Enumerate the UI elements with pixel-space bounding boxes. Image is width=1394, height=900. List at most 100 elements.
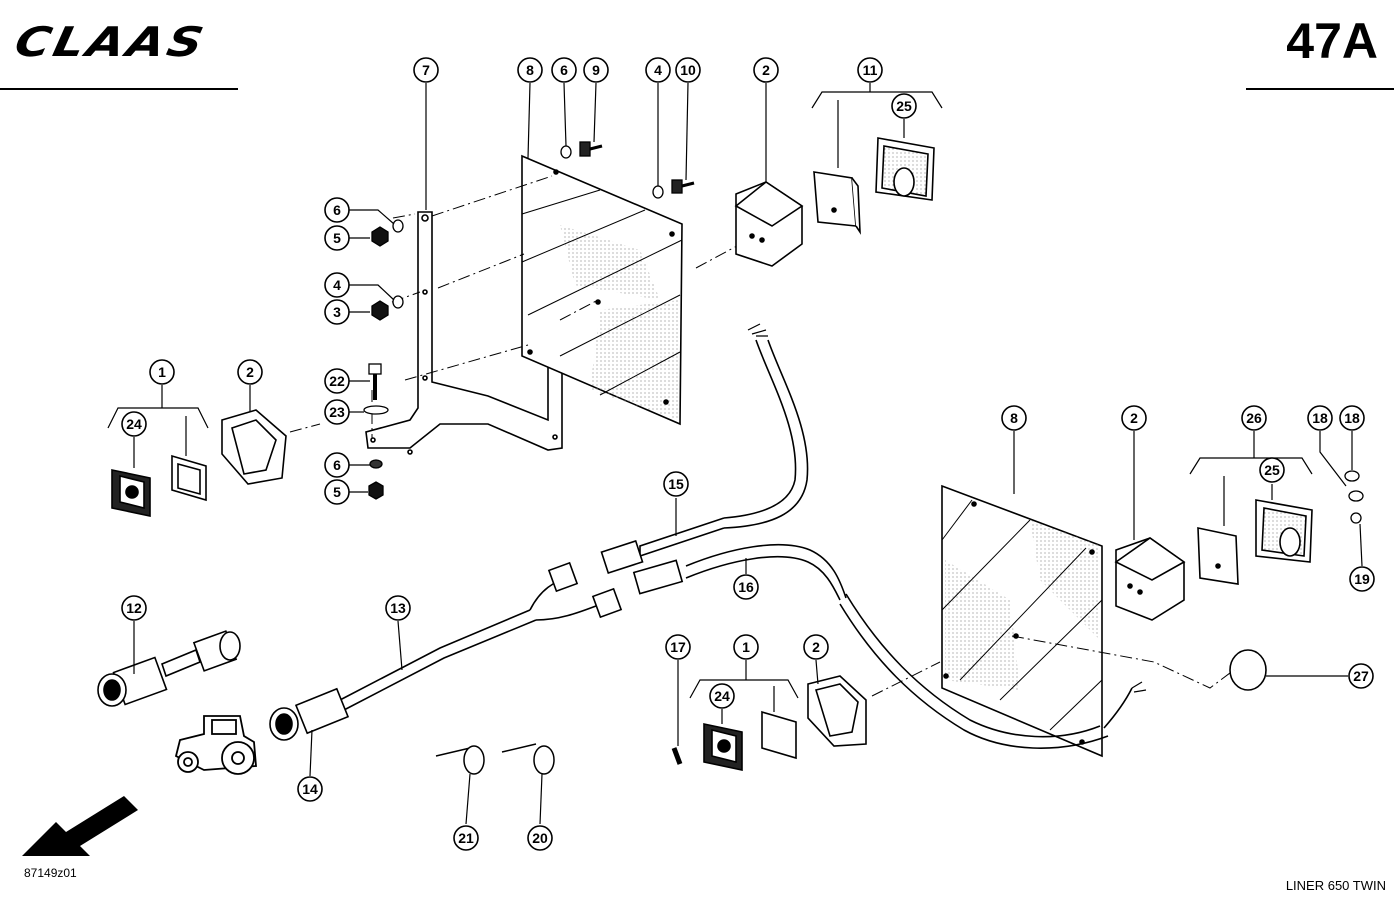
callout-circle — [385, 595, 411, 621]
callout-label: 1 — [158, 364, 166, 380]
lamp-lens-25-lower — [1255, 499, 1313, 563]
callout-circle — [297, 776, 323, 802]
callout-circle — [645, 57, 671, 83]
callout-label: 2 — [762, 62, 770, 78]
callout-16: 16 — [733, 574, 759, 600]
lamp-gasket-upper — [813, 171, 861, 235]
callout-circle — [803, 634, 829, 660]
callout-3: 3 — [324, 299, 350, 325]
callout-circle — [663, 471, 689, 497]
callout-circle — [709, 683, 735, 709]
model-name: LINER 650 TWIN — [1285, 878, 1386, 893]
callout-6: 6 — [551, 57, 577, 83]
callout-label: 25 — [1264, 462, 1280, 478]
callout-7: 7 — [413, 57, 439, 83]
lamp-gasket-lower — [1197, 527, 1239, 585]
callout-label: 14 — [302, 781, 318, 797]
callout-circle — [665, 634, 691, 660]
callout-label: 26 — [1246, 410, 1262, 426]
callout-circle — [324, 452, 350, 478]
callout-6: 6 — [324, 197, 350, 223]
callout-8: 8 — [517, 57, 543, 83]
tractor-icon — [174, 715, 257, 775]
callout-circle — [413, 57, 439, 83]
callout-circle — [753, 57, 779, 83]
callout-circle — [121, 595, 147, 621]
callout-label: 6 — [333, 457, 341, 473]
callout-label: 6 — [333, 202, 341, 218]
callout-14: 14 — [297, 776, 323, 802]
callout-6: 6 — [324, 452, 350, 478]
cable-13-harness — [269, 561, 623, 741]
callout-circle — [121, 411, 147, 437]
callout-20: 20 — [527, 825, 553, 851]
callout-8: 8 — [1001, 405, 1027, 431]
callout-label: 25 — [896, 98, 912, 114]
callout-circle — [527, 825, 553, 851]
reflector-27 — [1229, 649, 1267, 691]
callout-circle — [1307, 405, 1333, 431]
cable-16 — [632, 544, 1147, 749]
lamp-lens-25-upper — [875, 137, 935, 201]
callout-label: 9 — [592, 62, 600, 78]
drawing-code: 87149z01 — [24, 866, 77, 880]
callout-1: 1 — [149, 359, 175, 385]
lamp-holder-2-left — [221, 409, 287, 485]
callout-25: 25 — [1259, 457, 1285, 483]
callout-21: 21 — [453, 825, 479, 851]
callout-label: 27 — [1353, 668, 1369, 684]
callout-circle — [1348, 663, 1374, 689]
callout-9: 9 — [583, 57, 609, 83]
callout-4: 4 — [324, 272, 350, 298]
callout-1: 1 — [733, 634, 759, 660]
callout-22: 22 — [324, 368, 350, 394]
callout-circle — [324, 399, 350, 425]
lamp-housing-2-upper — [734, 181, 804, 267]
adapter-12 — [97, 630, 241, 707]
callout-label: 16 — [738, 579, 754, 595]
callout-circle — [891, 93, 917, 119]
callout-label: 5 — [333, 230, 341, 246]
page-number: 47A — [1286, 13, 1378, 69]
lamp-lens-24-left — [111, 469, 151, 517]
callout-label: 8 — [1010, 410, 1018, 426]
callout-circle — [857, 57, 883, 83]
callout-label: 8 — [526, 62, 534, 78]
callout-5: 5 — [324, 479, 350, 505]
callout-circle — [583, 57, 609, 83]
callout-circle — [1259, 457, 1285, 483]
pin-17 — [671, 747, 683, 765]
callout-12: 12 — [121, 595, 147, 621]
callout-circle — [1349, 566, 1375, 592]
callout-10: 10 — [675, 57, 701, 83]
callout-19: 19 — [1349, 566, 1375, 592]
callout-label: 17 — [670, 639, 686, 655]
callout-27: 27 — [1348, 663, 1374, 689]
callout-circle — [324, 368, 350, 394]
callout-label: 24 — [714, 688, 730, 704]
callout-label: 24 — [126, 416, 142, 432]
callout-circle — [324, 272, 350, 298]
direction-arrow-icon — [22, 796, 138, 856]
callout-circle — [324, 225, 350, 251]
callout-2: 2 — [803, 634, 829, 660]
callout-label: 20 — [532, 830, 548, 846]
warning-plate-8-upper — [521, 154, 683, 426]
callout-circle — [324, 197, 350, 223]
callout-circle — [733, 574, 759, 600]
warning-plate-8-lower — [941, 484, 1103, 758]
callout-circle — [675, 57, 701, 83]
lamp-holder-2-mid — [807, 675, 867, 747]
callout-label: 23 — [329, 404, 345, 420]
callout-circle — [1001, 405, 1027, 431]
callout-label: 19 — [1354, 571, 1370, 587]
callout-24: 24 — [709, 683, 735, 709]
callout-label: 2 — [246, 364, 254, 380]
callout-2: 2 — [753, 57, 779, 83]
callout-17: 17 — [665, 634, 691, 660]
callout-label: 7 — [422, 62, 430, 78]
callout-circle — [551, 57, 577, 83]
callout-label: 21 — [458, 830, 474, 846]
